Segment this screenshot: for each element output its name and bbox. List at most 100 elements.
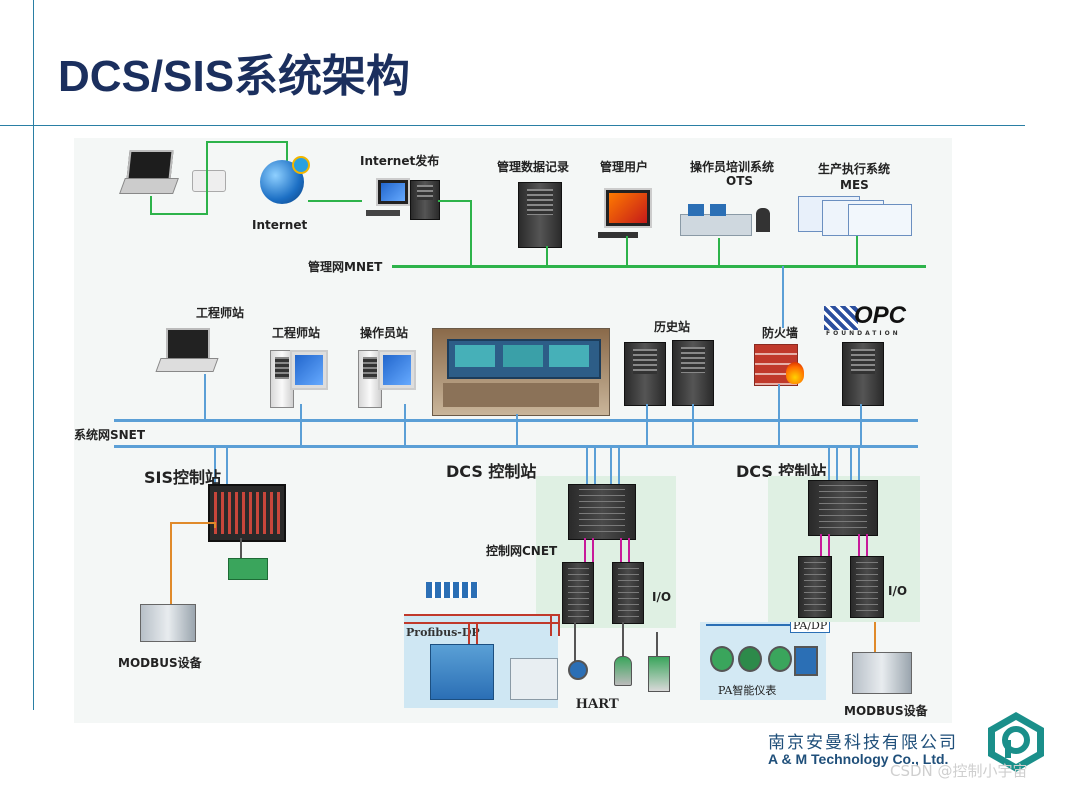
io-1-label: I/O xyxy=(652,590,672,604)
snet-link xyxy=(860,404,862,448)
mnet-link xyxy=(438,200,472,202)
keyboard-icon xyxy=(366,210,400,216)
io-module-icon xyxy=(850,556,884,618)
profibus-label: Profibus-DP xyxy=(406,626,480,639)
modbus-device-icon xyxy=(140,604,196,642)
cnet-link xyxy=(858,534,860,558)
snet-link xyxy=(300,404,302,448)
pressure-transmitter-icon xyxy=(568,660,588,680)
dcs1-snet-link xyxy=(586,448,588,484)
snet-link xyxy=(516,414,518,448)
laptop-icon xyxy=(155,328,219,374)
snet-link xyxy=(404,404,406,448)
pa-transmitter-icon xyxy=(768,646,792,672)
mnet-link xyxy=(286,141,288,161)
snet-link xyxy=(692,404,694,448)
desktop-tower-icon xyxy=(410,180,440,220)
title-underline xyxy=(0,125,1025,126)
sis-terminal-link xyxy=(240,538,242,560)
eng-station-laptop-label: 工程师站 xyxy=(196,306,245,320)
sis-modbus-cable xyxy=(170,522,172,604)
snet-link xyxy=(646,404,648,448)
history-server-1-icon xyxy=(624,342,666,406)
architecture-diagram: Internet Internet发布 管理数据记录 管理用户 操作员培训系统 … xyxy=(74,138,952,723)
modbus-cable xyxy=(874,622,876,652)
internet-label: Internet xyxy=(252,218,308,232)
profibus-bus xyxy=(404,614,560,616)
mnet-link xyxy=(308,200,362,202)
terminal-board-icon xyxy=(228,558,268,580)
cnet-link xyxy=(620,538,622,564)
mes-label: 生产执行系统 xyxy=(818,162,891,176)
mnet-link xyxy=(206,141,288,143)
training-console-icon xyxy=(680,196,776,240)
mgmt-user-label: 管理用户 xyxy=(600,160,649,174)
pa-bus xyxy=(706,624,814,626)
pa-flowmeter-icon xyxy=(794,646,818,676)
flame-icon xyxy=(786,362,804,384)
remote-io-rack-icon xyxy=(430,644,494,700)
control-room-image xyxy=(432,328,610,416)
laptop-icon xyxy=(119,150,179,196)
mes-screens-icon xyxy=(798,196,926,236)
profibus-drop xyxy=(476,622,478,644)
hart-line xyxy=(574,622,576,662)
mes-sublabel: MES xyxy=(840,178,869,192)
company-logo xyxy=(984,710,1048,774)
io-2-label: I/O xyxy=(888,584,908,598)
sis-modbus-cable xyxy=(170,522,216,524)
keyboard-icon xyxy=(598,232,638,238)
firewall-label: 防火墙 xyxy=(762,326,799,340)
cnet-link xyxy=(628,538,630,564)
mnet-link xyxy=(150,196,152,214)
opc-logo-text: OPC xyxy=(854,302,907,329)
watermark: CSDN @控制小宇宙 xyxy=(890,762,1028,780)
cnet-link xyxy=(828,534,830,558)
field-device-icon xyxy=(510,658,558,700)
sis-link xyxy=(214,448,216,484)
snet-bus-b xyxy=(114,445,918,448)
mnet-link xyxy=(470,200,472,266)
controller-cabinet-icon xyxy=(568,484,636,540)
frame-left-line xyxy=(33,0,34,710)
operator-station-label: 操作员站 xyxy=(360,326,409,340)
profibus-bus xyxy=(404,622,560,624)
hart-line xyxy=(622,622,624,662)
dcs-station-1-label: DCS 控制站 xyxy=(446,462,537,481)
dcs1-snet-link xyxy=(618,448,620,484)
cnet-link xyxy=(866,534,868,558)
page-title: DCS/SIS系统架构 xyxy=(58,52,411,101)
mnet-link xyxy=(856,236,858,266)
controller-cabinet-icon xyxy=(808,480,878,536)
dcs2-snet-link xyxy=(858,448,860,484)
opc-logo: OPC FOUNDATION xyxy=(824,302,924,338)
pa-instruments-label: PA智能仪表 xyxy=(718,684,777,697)
profibus-logo xyxy=(426,582,478,598)
mgmt-data-record-label: 管理数据记录 xyxy=(497,160,570,174)
sis-controller-icon xyxy=(208,484,286,542)
ie-icon xyxy=(292,156,310,174)
dcs1-snet-link xyxy=(610,448,612,484)
modbus-device-2-label: MODBUS设备 xyxy=(844,704,928,718)
dcs2-snet-link xyxy=(850,448,852,484)
mnet-label: 管理网MNET xyxy=(308,260,383,274)
operator-pc-monitor-icon xyxy=(378,350,416,390)
temperature-transmitter-icon xyxy=(614,656,632,686)
cnet-link xyxy=(584,538,586,564)
pa-transmitter-icon xyxy=(738,646,762,672)
company-name-cn: 南京安曼科技有限公司 xyxy=(768,733,958,753)
io-module-icon xyxy=(798,556,832,618)
dcs2-snet-link xyxy=(828,448,830,484)
snet-bus-a xyxy=(114,419,918,422)
mnet-link xyxy=(626,236,628,266)
ots-label: 操作员培训系统 xyxy=(690,160,775,174)
hart-line xyxy=(656,632,658,662)
pa-transmitter-icon xyxy=(710,646,734,672)
sis-modbus-cable xyxy=(214,524,216,528)
mnet-link xyxy=(150,213,208,215)
opc-logo-subtext: FOUNDATION xyxy=(826,330,901,337)
company-name-en: A & M Technology Co., Ltd. xyxy=(768,751,949,767)
modbus-device-1-label: MODBUS设备 xyxy=(118,656,202,670)
desktop-pc-icon xyxy=(376,178,410,206)
cnet-label: 控制网CNET xyxy=(486,544,558,558)
